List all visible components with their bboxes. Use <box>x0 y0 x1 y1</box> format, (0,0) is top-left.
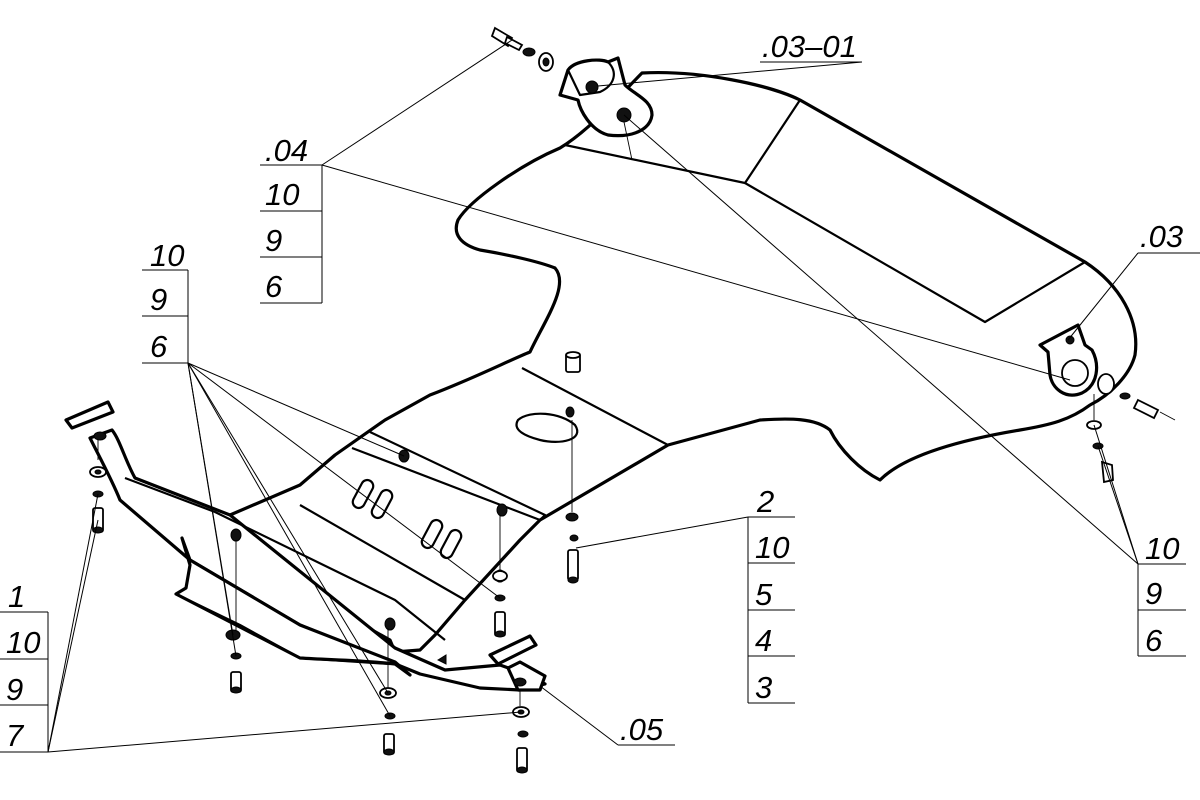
hole <box>230 528 242 542</box>
callout-label: 5 <box>755 577 773 612</box>
callout-label: 1 <box>8 579 25 614</box>
fold-line-3 <box>521 367 669 446</box>
bolt-skirt <box>225 629 242 694</box>
bracket-03 <box>1038 323 1099 397</box>
callout-label: 6 <box>265 269 283 304</box>
bolt-mid <box>492 570 508 638</box>
callout-label: 9 <box>150 282 167 317</box>
callout-label: 6 <box>150 329 168 364</box>
skirt-edge <box>175 593 391 666</box>
callout-label: 7 <box>6 718 25 753</box>
callout-1: 1 10 9 7 <box>0 579 49 753</box>
fold-line-2 <box>744 182 1086 324</box>
fold-line-6 <box>299 504 466 601</box>
notch <box>436 654 447 665</box>
callout-label: 6 <box>1145 623 1163 658</box>
spacer <box>565 351 581 373</box>
callout-label: .05 <box>620 712 664 747</box>
callout-label: 9 <box>265 223 282 258</box>
callout-label: 10 <box>1145 531 1179 566</box>
fold-line-7 <box>229 483 301 517</box>
callout-label: 10 <box>265 177 299 212</box>
hole <box>565 406 575 418</box>
callout-label: 2 <box>756 484 774 519</box>
skid-plate-outline <box>228 71 1138 654</box>
leader-lines <box>47 39 1139 753</box>
fold-line-4 <box>369 431 547 521</box>
callout-label: .04 <box>265 133 308 168</box>
callout-right: 10 9 6 <box>1137 531 1186 658</box>
bolt-left <box>89 466 107 534</box>
slot-large <box>515 412 579 443</box>
bolt-center <box>379 687 397 756</box>
callout-04: .04 10 9 6 <box>260 133 323 304</box>
callout-label: .03–01 <box>762 29 857 64</box>
bracket-05 <box>64 400 547 692</box>
bracket-03-01 <box>558 56 654 138</box>
callout-label: 9 <box>6 672 23 707</box>
hole <box>496 503 508 517</box>
axis-lines <box>97 121 1176 706</box>
callout-05: .05 <box>618 712 675 747</box>
skid-plate <box>88 71 1138 692</box>
callout-label: 10 <box>150 238 184 273</box>
bolt-front-right <box>512 706 530 774</box>
callout-2: 2 10 5 4 3 <box>747 484 795 705</box>
callout-left: 10 9 6 <box>142 238 189 364</box>
callout-label: 4 <box>755 623 772 658</box>
callout-label: 10 <box>755 530 789 565</box>
hole <box>384 617 396 631</box>
callout-label: 9 <box>1145 576 1162 611</box>
bolt-2 <box>565 512 579 584</box>
bolt-top <box>490 26 554 72</box>
fold-line-5 <box>351 446 541 522</box>
callout-label: 3 <box>755 670 772 705</box>
callout-03-01: .03–01 <box>760 29 862 64</box>
slot-pair-2 <box>420 518 463 560</box>
callout-03: .03 <box>1138 219 1200 254</box>
callout-label: .03 <box>1140 219 1183 254</box>
callout-label: 10 <box>6 625 40 660</box>
